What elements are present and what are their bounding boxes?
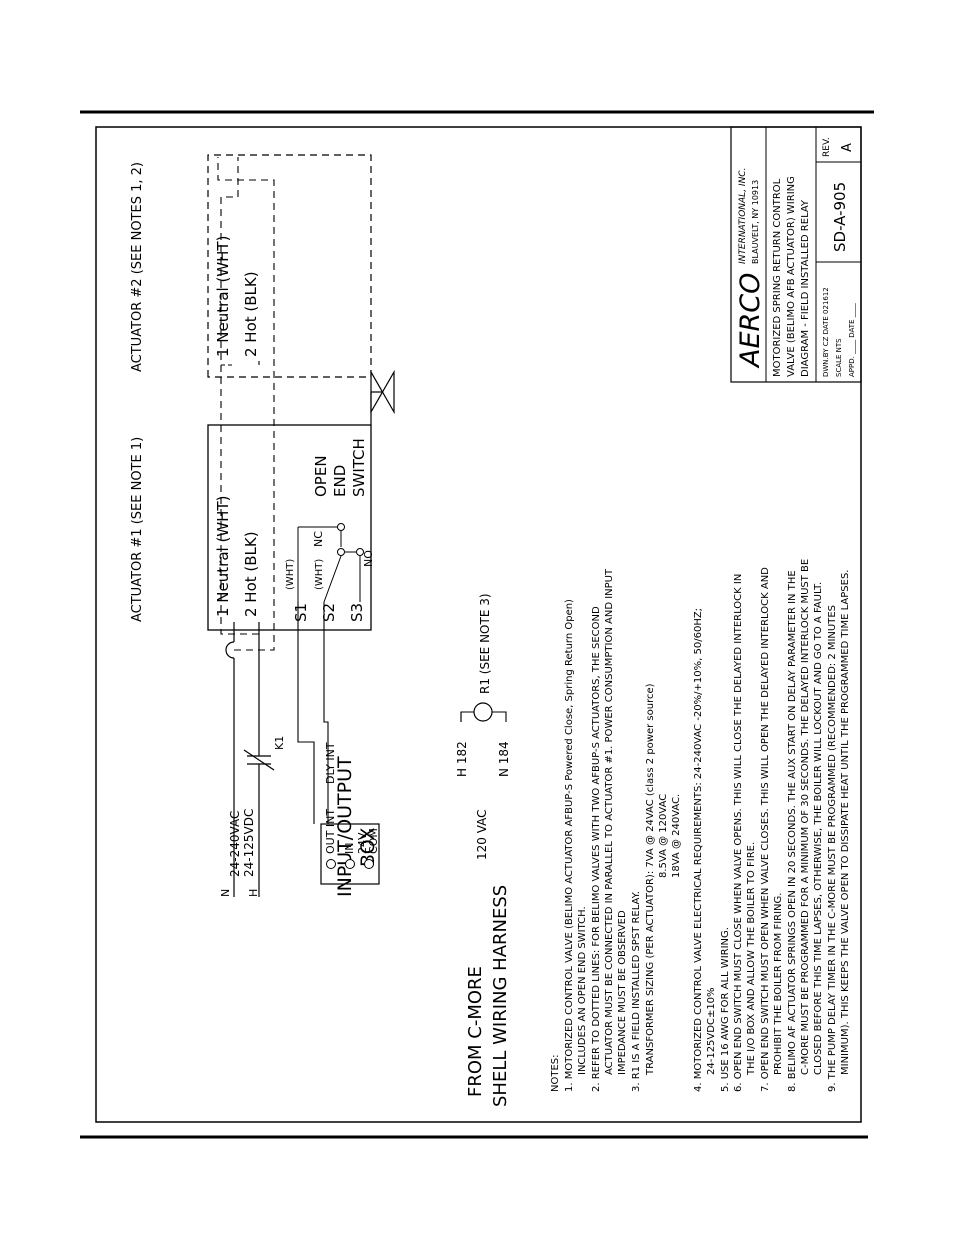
actuator1-s3: S3	[348, 603, 366, 622]
io-terminal-1	[326, 859, 336, 869]
rev-value: A	[840, 143, 855, 152]
title-desc-2: VALVE (BELIMO AFB ACTUATOR) WIRING	[786, 176, 797, 377]
relay-lead-top	[460, 711, 474, 722]
note-line: 5. USE 16 AWG FOR ALL WIRING.	[720, 927, 731, 1092]
tb-drawn-by: DWN.BY CZ DATE 021612	[822, 287, 830, 377]
dashed-neutral-to-act2	[217, 157, 275, 651]
aerco-full: INTERNATIONAL, INC.	[738, 168, 748, 264]
note-line: 9. THE PUMP DELAY TIMER IN THE C-MORE MU…	[827, 605, 838, 1092]
aerco-logo: AERCO	[735, 273, 766, 369]
io-box-title-2: BOX	[357, 828, 379, 867]
io-terminal-3	[364, 859, 374, 869]
actuator2-box	[207, 154, 372, 378]
title-block-frame	[730, 126, 862, 383]
rev-label: REV.	[822, 137, 832, 157]
note-line: 24-125VDC±10%	[706, 987, 717, 1075]
note-line: 2. REFER TO DOTTED LINES: FOR BELIMO VAL…	[591, 606, 602, 1092]
title-block: AERCO INTERNATIONAL, INC. BLAUVELT, NY 1…	[730, 126, 862, 383]
actuator2-title: ACTUATOR #2 (SEE NOTES 1, 2)	[130, 162, 145, 372]
note-line: CLOSED BEFORE THIS TIME LAPSES, OTHERWIS…	[813, 582, 824, 1075]
note-line: IMPEDANCE MUST BE OBSERVED	[617, 910, 628, 1075]
io-in: IN	[343, 843, 356, 854]
relay-r1-coil	[473, 702, 493, 722]
actuator1-box	[207, 424, 372, 631]
note-line: TRANSFORMER SIZING (PER ACTUATOR): 7VA @…	[645, 683, 656, 1076]
note-line: 6. OPEN END SWITCH MUST CLOSE WHEN VALVE…	[733, 574, 744, 1092]
doc-number: SD-A-905	[831, 182, 849, 252]
actuator1-neutral: 1 Neutral (WHT)	[214, 496, 232, 617]
note-line: MINIMUM). THIS KEEPS THE VALVE OPEN TO D…	[840, 570, 851, 1075]
aerco-address: BLAUVELT, NY 10913	[751, 180, 760, 264]
io-dly-int: DLY INT	[324, 742, 337, 784]
note-line: 4. MOTORIZED CONTROL VALVE ELECTRICAL RE…	[693, 608, 704, 1092]
k1-label: K1	[273, 736, 286, 750]
io-box-title-1: INPUT/OUTPUT	[334, 756, 356, 897]
supply-voltage-1: 24-240VAC	[228, 811, 242, 877]
io-out-int: OUT INT	[324, 809, 337, 854]
switch-contact-top	[337, 523, 345, 531]
io-terminal-block	[320, 823, 380, 885]
note-line: 18VA @ 240VAC.	[671, 794, 682, 878]
neutral-crossover	[225, 641, 235, 659]
cmore-vac: 120 VAC	[475, 809, 489, 860]
drawing-frame	[95, 126, 862, 1123]
supply-h: H	[247, 889, 260, 897]
rotated-sheet: ACTUATOR #1 (SEE NOTE 1) 1 Neutral (WHT)…	[130, 126, 862, 1107]
title-desc-3: DIAGRAM - FIELD INSTALLED RELAY	[800, 199, 811, 377]
k1-slash	[243, 749, 275, 771]
actuator1-title: ACTUATOR #1 (SEE NOTE 1)	[130, 437, 145, 622]
notes: NOTES: 1. MOTORIZED CONTROL VALVE (BELIM…	[550, 559, 851, 1092]
wht-label-2: (WHT)	[314, 559, 325, 590]
relay-lead-bottom	[492, 711, 507, 722]
no-label: NO	[362, 550, 375, 567]
note-line: 7. OPEN END SWITCH MUST OPEN WHEN VALVE …	[760, 567, 771, 1092]
switch-contact-no	[356, 548, 364, 556]
actuator2-neutral: 1 Neutral (WHT)	[214, 236, 232, 357]
note-line: ACTUATOR MUST BE CONNECTED IN PARALLEL T…	[604, 568, 615, 1075]
tb-scale: SCALE NTS	[835, 338, 843, 377]
actuator1-s1: S1	[292, 603, 310, 622]
note-line: PROHIBIT THE BOILER FROM FIRING.	[773, 893, 784, 1075]
open-end-switch-3: SWITCH	[350, 438, 368, 497]
cmore-title-2: SHELL WIRING HARNESS	[490, 885, 511, 1107]
actuator2-hot: 2 Hot (BLK)	[242, 271, 260, 357]
note-line: THE I/O BOX AND ALLOW THE BOILER TO FIRE…	[746, 842, 757, 1076]
wire-io-to-s2	[323, 602, 329, 824]
note-line: 8. BELIMO AF ACTUATOR SPRINGS OPEN IN 20…	[787, 570, 798, 1092]
supply-voltage-2: 24-125VDC	[242, 809, 256, 877]
open-end-switch-2: END	[331, 465, 349, 497]
note-line: 8.5VA @ 120VAC	[658, 794, 669, 878]
title-desc-1: MOTORIZED SPRING RETURN CONTROL	[772, 178, 783, 377]
cmore-title-1: FROM C-MORE	[465, 966, 486, 1097]
relay-r1-label: R1 (SEE NOTE 3)	[478, 593, 492, 694]
open-end-switch-1: OPEN	[312, 455, 330, 497]
io-24v: 24V	[356, 832, 369, 854]
note-line: INCLUDES AN OPEN END SWITCH.	[577, 906, 588, 1075]
actuator1-hot: 2 Hot (BLK)	[242, 531, 260, 617]
note-line: C-MORE MUST BE PROGRAMMED FOR A MINIMUM …	[800, 559, 811, 1075]
valve-symbol	[370, 369, 395, 415]
wht-label-1: (WHT)	[285, 559, 296, 590]
note-line: NOTES:	[550, 1055, 561, 1093]
actuator1-s2: S2	[320, 603, 338, 622]
wire-s2-to-switch	[323, 555, 342, 603]
nc-label: NC	[312, 531, 325, 547]
cmore-h182: H 182	[455, 741, 469, 777]
note-line: 3. R1 IS A FIELD INSTALLED SPST RELAY.	[631, 891, 642, 1092]
cmore-n184: N 184	[497, 741, 511, 777]
switch-contact-nc	[337, 548, 345, 556]
dashed-hot-to-act2	[220, 157, 259, 635]
supply-n: N	[219, 889, 232, 897]
tb-approved: APPD. ____ DATE ____	[848, 303, 856, 377]
io-terminal-2	[345, 859, 355, 869]
note-line: 1. MOTORIZED CONTROL VALVE (BELIMO ACTUA…	[564, 599, 575, 1092]
io-com: COM	[367, 828, 380, 854]
wire-io-to-s1	[297, 602, 315, 824]
